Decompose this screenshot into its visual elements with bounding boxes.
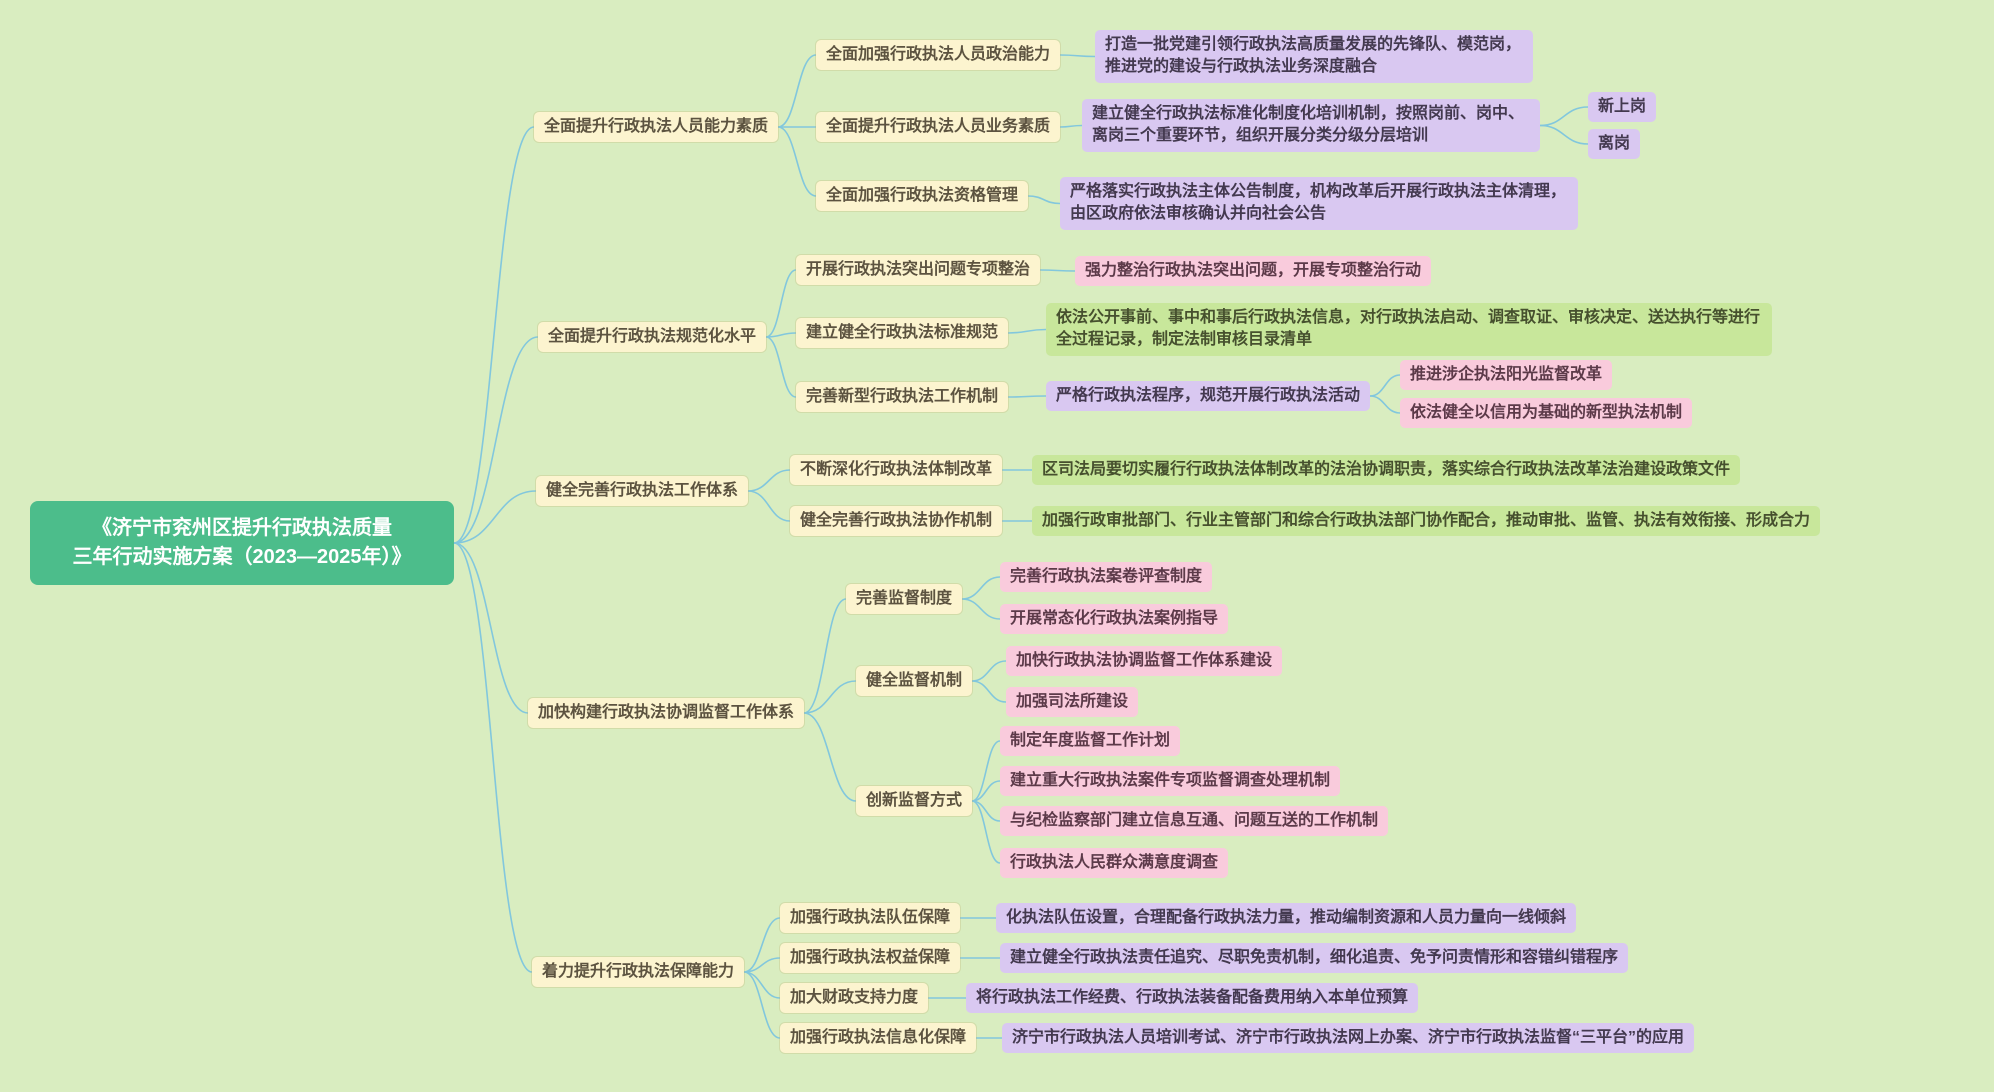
detail-information-disclosure[interactable]: 依法公开事前、事中和事后行政执法信息，对行政执法启动、调查取证、审核决定、送达执… bbox=[1046, 303, 1772, 356]
branch-personnel-capability[interactable]: 全面提升行政执法人员能力素质 bbox=[534, 112, 779, 143]
detail-judicial-office[interactable]: 加强司法所建设 bbox=[1006, 687, 1139, 718]
node-rights-guarantee[interactable]: 加强行政执法权益保障 bbox=[780, 943, 961, 974]
branch-guarantee-capability[interactable]: 着力提升行政执法保障能力 bbox=[532, 957, 745, 988]
detail-three-platforms[interactable]: 济宁市行政执法人员培训考试、济宁市行政执法网上办案、济宁市行政执法监督“三平台”… bbox=[1002, 1023, 1695, 1054]
central-topic-line2: 三年行动实施方案（2023—2025年）》 bbox=[72, 546, 412, 568]
detail-supervision-system-construction[interactable]: 加快行政执法协调监督工作体系建设 bbox=[1006, 646, 1283, 677]
detail-training-mechanism[interactable]: 建立健全行政执法标准化制度化培训机制，按照岗前、岗中、离岗三个重要环节，组织开展… bbox=[1082, 99, 1540, 152]
branch-supervision-system[interactable]: 加快构建行政执法协调监督工作体系 bbox=[528, 698, 805, 729]
node-political-ability[interactable]: 全面加强行政执法人员政治能力 bbox=[816, 40, 1061, 71]
node-credit-based-mechanism[interactable]: 依法健全以信用为基础的新型执法机制 bbox=[1400, 398, 1693, 429]
node-new-post[interactable]: 新上岗 bbox=[1588, 92, 1657, 123]
node-leave-post[interactable]: 离岗 bbox=[1588, 129, 1641, 160]
node-standard-norms[interactable]: 建立健全行政执法标准规范 bbox=[796, 318, 1009, 349]
node-innovative-supervision[interactable]: 创新监督方式 bbox=[856, 786, 973, 817]
detail-subject-announcement[interactable]: 严格落实行政执法主体公告制度，机构改革后开展行政执法主体清理，由区政府依法审核确… bbox=[1060, 177, 1578, 230]
central-topic-line1: 《济宁市兖州区提升行政执法质量 bbox=[92, 517, 392, 539]
detail-justice-bureau-duty[interactable]: 区司法局要切实履行行政执法体制改革的法治协调职责，落实综合行政执法改革法治建设政… bbox=[1032, 455, 1741, 486]
detail-department-collaboration[interactable]: 加强行政审批部门、行业主管部门和综合行政执法部门协作配合，推动审批、监管、执法有… bbox=[1032, 506, 1821, 537]
detail-major-case-mechanism[interactable]: 建立重大行政执法案件专项监督调查处理机制 bbox=[1000, 766, 1341, 797]
node-sunshine-supervision[interactable]: 推进涉企执法阳光监督改革 bbox=[1400, 360, 1613, 391]
detail-budget-inclusion[interactable]: 将行政执法工作经费、行政执法装备配备费用纳入本单位预算 bbox=[966, 983, 1419, 1014]
node-collaboration-mechanism[interactable]: 健全完善行政执法协作机制 bbox=[790, 506, 1003, 537]
node-system-reform[interactable]: 不断深化行政执法体制改革 bbox=[790, 455, 1003, 486]
node-financial-support[interactable]: 加大财政支持力度 bbox=[780, 983, 929, 1014]
node-qualification-management[interactable]: 全面加强行政执法资格管理 bbox=[816, 181, 1029, 212]
detail-procedure-standard[interactable]: 严格行政执法程序，规范开展行政执法活动 bbox=[1046, 381, 1371, 412]
detail-annual-plan[interactable]: 制定年度监督工作计划 bbox=[1000, 726, 1181, 757]
branch-standardization[interactable]: 全面提升行政执法规范化水平 bbox=[538, 322, 767, 353]
detail-rectification-action[interactable]: 强力整治行政执法突出问题，开展专项整治行动 bbox=[1075, 256, 1432, 287]
node-new-law-enforcement-mechanism[interactable]: 完善新型行政执法工作机制 bbox=[796, 382, 1009, 413]
node-sound-supervision-mechanism[interactable]: 健全监督机制 bbox=[856, 666, 973, 697]
detail-case-file-review[interactable]: 完善行政执法案卷评查制度 bbox=[1000, 562, 1213, 593]
node-team-guarantee[interactable]: 加强行政执法队伍保障 bbox=[780, 903, 961, 934]
detail-party-building[interactable]: 打造一批党建引领行政执法高质量发展的先锋队、模范岗，推进党的建设与行政执法业务深… bbox=[1095, 30, 1533, 83]
node-professional-quality[interactable]: 全面提升行政执法人员业务素质 bbox=[816, 112, 1061, 143]
detail-accountability-mechanism[interactable]: 建立健全行政执法责任追究、尽职免责机制，细化追责、免予问责情形和容错纠错程序 bbox=[1000, 943, 1629, 974]
branch-work-system[interactable]: 健全完善行政执法工作体系 bbox=[536, 476, 749, 507]
node-informatization-guarantee[interactable]: 加强行政执法信息化保障 bbox=[780, 1023, 977, 1054]
central-topic[interactable]: 《济宁市兖州区提升行政执法质量 三年行动实施方案（2023—2025年）》 bbox=[30, 501, 454, 585]
node-improve-supervision-system[interactable]: 完善监督制度 bbox=[846, 584, 963, 615]
detail-discipline-inspection-link[interactable]: 与纪检监察部门建立信息互通、问题互送的工作机制 bbox=[1000, 806, 1389, 837]
node-special-rectification[interactable]: 开展行政执法突出问题专项整治 bbox=[796, 255, 1041, 286]
detail-case-guidance[interactable]: 开展常态化行政执法案例指导 bbox=[1000, 604, 1229, 635]
detail-team-allocation[interactable]: 化执法队伍设置，合理配备行政执法力量，推动编制资源和人员力量向一线倾斜 bbox=[996, 903, 1577, 934]
detail-satisfaction-survey[interactable]: 行政执法人民群众满意度调查 bbox=[1000, 848, 1229, 879]
